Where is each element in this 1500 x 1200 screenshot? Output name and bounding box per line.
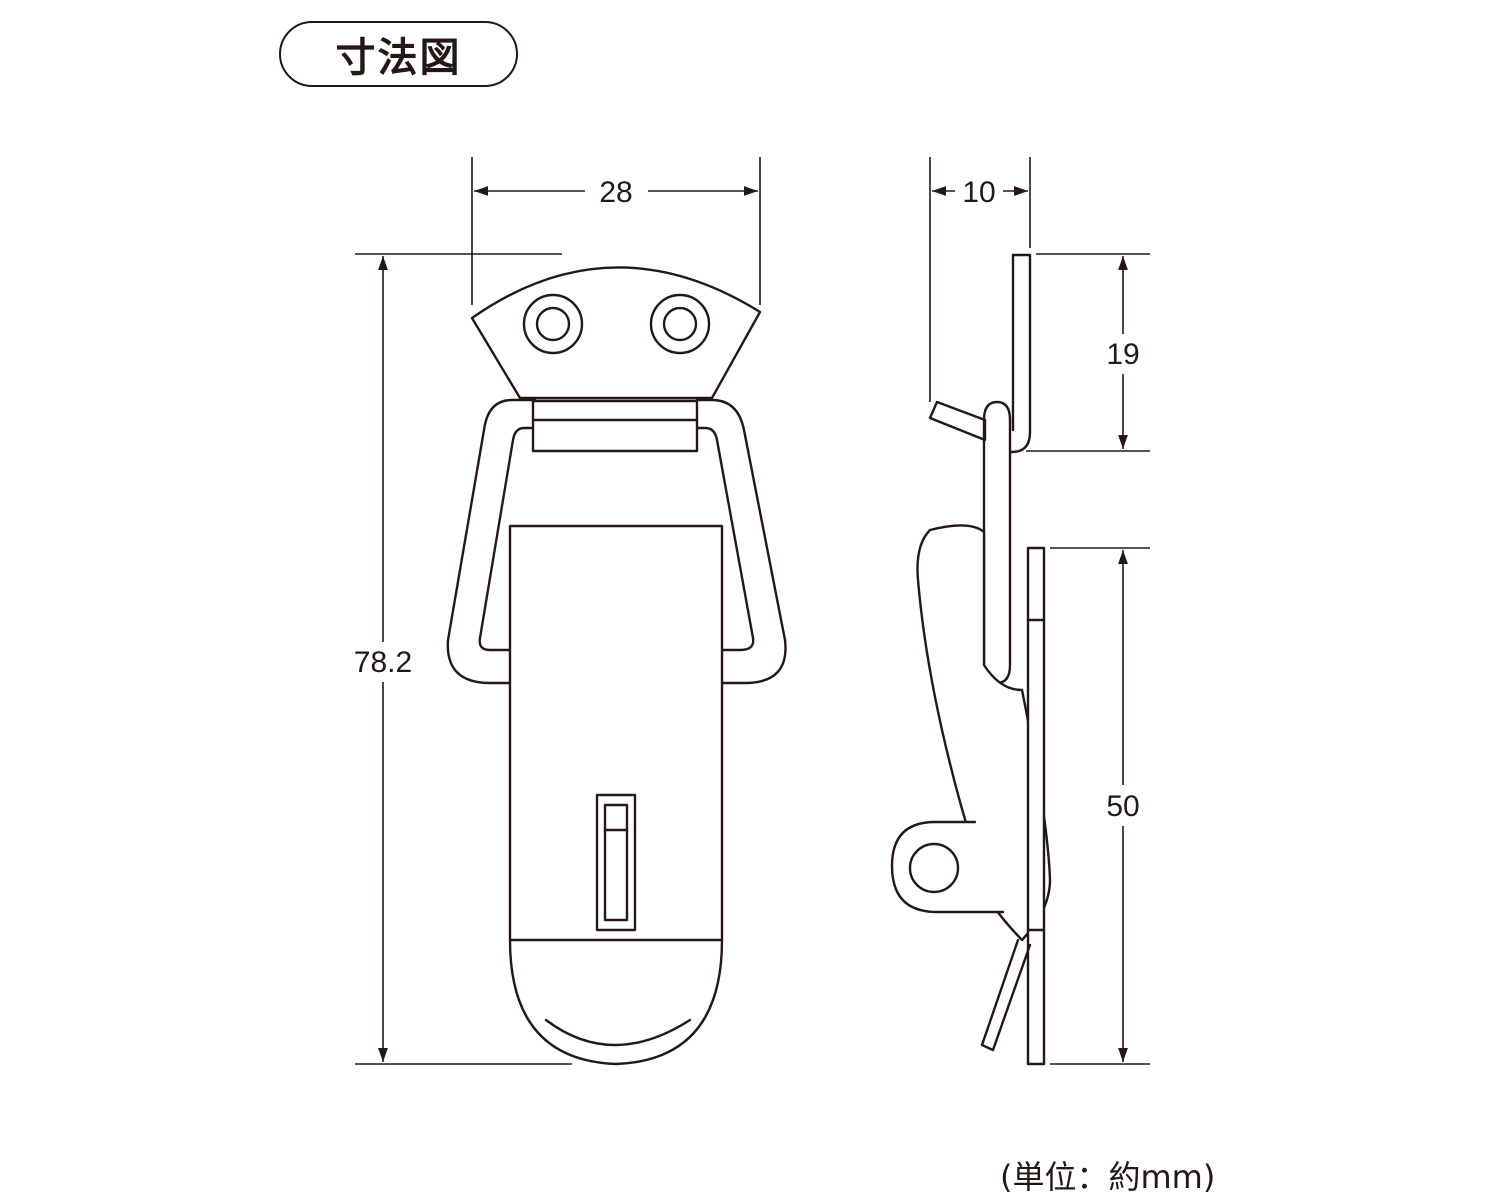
dim-width-label: 28 <box>599 176 632 209</box>
dim-depth-label: 10 <box>962 176 995 209</box>
dim-height-label: 78.2 <box>354 646 412 679</box>
screw-hole-left-inner <box>535 306 571 342</box>
side-ear-hole <box>908 842 960 894</box>
side-ear <box>890 820 1005 914</box>
side-catch-plate <box>1026 546 1046 1066</box>
bail-wire-outer <box>446 398 537 685</box>
side-bail-loop <box>982 400 1012 685</box>
bail-wire-outer-right <box>695 398 787 685</box>
screw-hole-right-outer <box>649 293 711 355</box>
latch-tip-curve <box>544 1018 692 1047</box>
unit-note: (単位：約mm) <box>1000 1158 1216 1196</box>
front-view <box>446 266 787 1066</box>
mounting-plate <box>470 266 762 400</box>
screw-hole-left-outer <box>522 293 584 355</box>
screw-hole-right-inner <box>662 306 698 342</box>
side-view <box>890 253 1052 1066</box>
bail-wire-inner-right <box>695 426 755 652</box>
dim-lower-label: 50 <box>1106 790 1139 823</box>
side-mounting-plate <box>1008 253 1032 454</box>
drawing-title: 寸法図 <box>335 35 462 81</box>
dim-upper-label: 19 <box>1106 338 1139 371</box>
lock-slot-outer <box>595 793 637 932</box>
hinge-barrel <box>531 399 699 453</box>
title-badge: 寸法図 <box>279 21 518 87</box>
bail-wire-inner <box>478 426 537 652</box>
side-hook-tail <box>980 938 1032 1052</box>
side-tab <box>928 400 987 442</box>
lock-slot-inner <box>603 803 629 922</box>
